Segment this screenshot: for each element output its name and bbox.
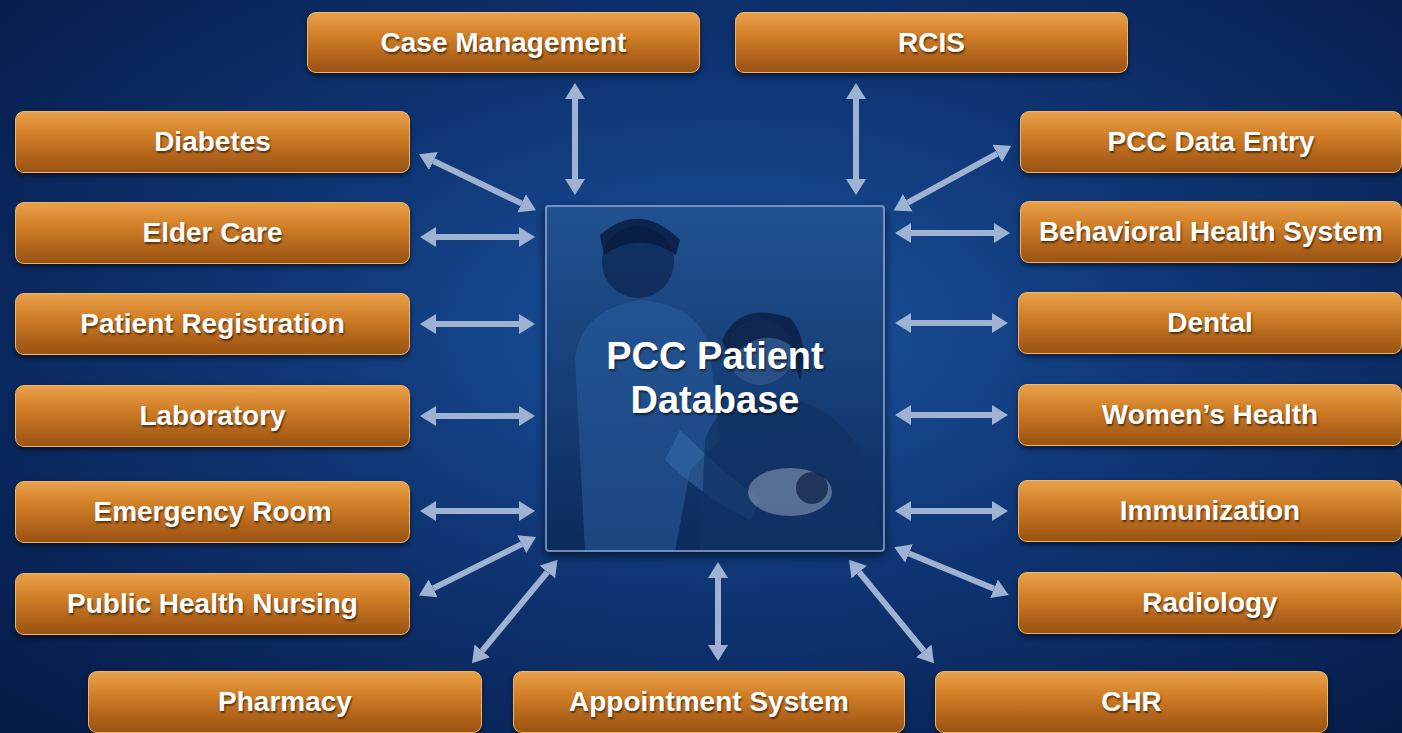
bidirectional-arrow [436,508,519,514]
box-label: Patient Registration [80,308,344,340]
nurse-hair [600,219,680,255]
system-box: Behavioral Health System [1020,201,1402,263]
system-box: Elder Care [15,202,410,264]
bidirectional-arrow [436,321,519,327]
baby-head [796,472,828,504]
bidirectional-arrow [911,508,992,514]
bidirectional-arrow [436,413,519,419]
database-box: PCC Patient Database [545,205,885,552]
system-box: Patient Registration [15,293,410,355]
system-box: Emergency Room [15,481,410,543]
box-label: Pharmacy [218,686,352,718]
box-label: Case Management [381,27,627,59]
system-box: CHR [935,671,1328,733]
system-box: Case Management [307,12,700,73]
bidirectional-arrow [433,161,521,203]
system-box: Pharmacy [88,671,482,733]
box-label: Emergency Room [93,496,331,528]
system-box: PCC Data Entry [1020,111,1402,173]
bidirectional-arrow [572,99,578,179]
system-box: Immunization [1018,480,1402,542]
box-label: Elder Care [142,217,282,249]
baby-blanket [748,468,832,516]
box-label: PCC Patient Database [565,335,865,422]
box-label: RCIS [898,27,965,59]
system-box: Laboratory [15,385,410,447]
system-box: Appointment System [513,671,905,733]
bidirectional-arrow [715,578,721,645]
system-box: Dental [1018,292,1402,354]
bidirectional-arrow [909,553,994,588]
bidirectional-arrow [482,572,547,651]
box-label: Dental [1167,307,1253,339]
box-label: CHR [1101,686,1162,718]
bidirectional-arrow [911,230,994,236]
box-label: Laboratory [139,400,285,432]
bidirectional-arrow [436,234,519,240]
box-label: Immunization [1120,495,1300,527]
system-box: Women’s Health [1018,384,1402,446]
box-label: Behavioral Health System [1039,216,1383,248]
system-box: Public Health Nursing [15,573,410,635]
bidirectional-arrow [853,99,859,179]
box-label: Radiology [1142,587,1277,619]
box-label: Appointment System [569,686,849,718]
photo-ground [545,205,885,552]
box-label: Women’s Health [1102,399,1318,431]
bidirectional-arrow [911,320,992,326]
box-label: PCC Data Entry [1108,126,1315,158]
bidirectional-arrow [911,412,992,418]
system-box: Diabetes [15,111,410,173]
system-box: Radiology [1018,572,1402,634]
system-box: RCIS [735,12,1128,73]
bidirectional-arrow [859,572,924,651]
box-label: Public Health Nursing [67,588,358,620]
bidirectional-arrow [908,154,997,203]
bidirectional-arrow [433,544,521,588]
box-label: Diabetes [154,126,271,158]
